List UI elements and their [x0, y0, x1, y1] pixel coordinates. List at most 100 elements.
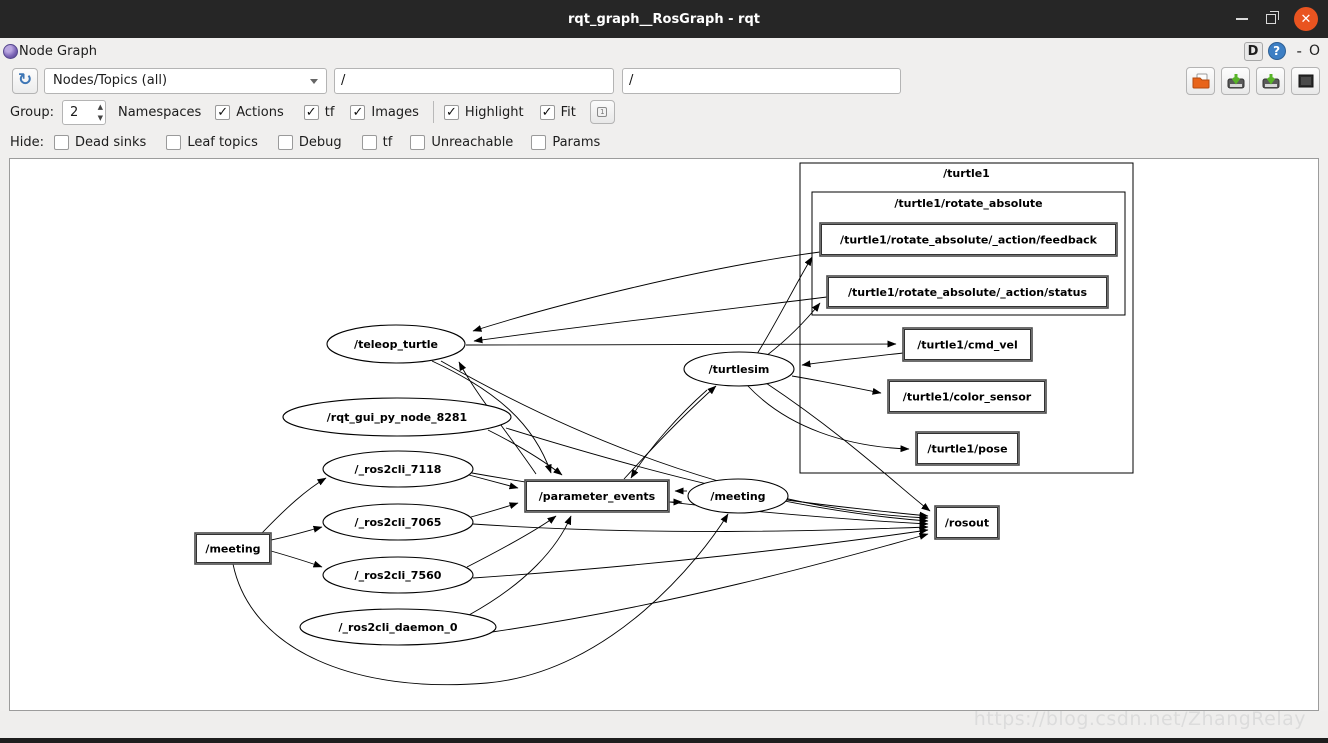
- debug-checkbox-label: Debug: [298, 134, 342, 150]
- fit-checkbox-label: Fit: [560, 104, 576, 120]
- topic-pose-inner-border: [917, 433, 1018, 464]
- tf-checkbox-indicator[interactable]: ✓: [303, 104, 319, 120]
- topic-color-sensor-inner-border: [889, 381, 1045, 412]
- hide-tf-checkbox-indicator[interactable]: [361, 134, 377, 150]
- graph-edge-meetingtopic-to-7560: [270, 550, 323, 568]
- graph-edge-daemon-to-param: [468, 515, 572, 616]
- checkbox-unreachable[interactable]: Unreachable: [410, 134, 514, 150]
- leaf-topics-checkbox-indicator[interactable]: [166, 134, 182, 150]
- graph-edge-meetingtopic-to-7065: [270, 525, 323, 541]
- fit-in-view-button[interactable]: 1: [589, 100, 615, 124]
- node-filter-input[interactable]: [334, 67, 614, 94]
- topic-parameter-events-label: /parameter_events: [539, 490, 656, 503]
- checkbox-tf[interactable]: ✓ tf: [303, 104, 334, 120]
- params-checkbox-indicator[interactable]: [531, 134, 547, 150]
- help-icon[interactable]: ?: [1267, 42, 1286, 60]
- checkbox-fit[interactable]: ✓ Fit: [539, 104, 576, 120]
- checkbox-leaf-topics[interactable]: Leaf topics: [166, 134, 258, 150]
- close-icon[interactable]: ✕: [1294, 7, 1318, 31]
- node-ros2cli-7065[interactable]: [322, 503, 474, 541]
- graph-edge-rqtgui-to-param: [487, 429, 563, 476]
- node-meeting[interactable]: [687, 478, 789, 514]
- topic-filter-input[interactable]: [622, 67, 901, 94]
- topic-color-sensor[interactable]: [887, 379, 1047, 414]
- dock-d-button[interactable]: D: [1243, 41, 1263, 61]
- images-checkbox-label: Images: [371, 104, 419, 120]
- graph-type-combo[interactable]: Nodes/Topics (all): [44, 67, 327, 94]
- refresh-icon: ↻: [17, 70, 33, 90]
- save-dot-file-button[interactable]: [1221, 66, 1250, 95]
- topic-rotate-absolute-status-label: /turtle1/rotate_absolute/_action/status: [848, 286, 1088, 299]
- graph-edge-turtlesim-to-colorsensor: [791, 375, 882, 395]
- checkbox-hide-tf[interactable]: tf: [361, 134, 392, 150]
- node-ros2cli-7118-label: /_ros2cli_7118: [355, 463, 442, 476]
- checkbox-highlight[interactable]: ✓ Highlight: [443, 104, 524, 120]
- checkbox-images[interactable]: ✓ Images: [350, 104, 419, 120]
- topic-parameter-events-inner-border: [526, 481, 668, 511]
- graph-canvas[interactable]: /turtle1/turtle1/rotate_absolute/turtle1…: [9, 158, 1319, 711]
- dock-title-row: Node Graph: [0, 38, 1328, 64]
- unreachable-checkbox-label: Unreachable: [431, 134, 514, 150]
- node-rqt-gui-py-node-8281[interactable]: [282, 397, 512, 437]
- graph-edge-turtlesim-to-status: [765, 302, 821, 357]
- open-dot-file-button[interactable]: [1186, 66, 1215, 95]
- dock-undock-button[interactable]: -: [1296, 42, 1302, 60]
- graph-edge-cli7560-to-param: [466, 515, 557, 568]
- topic-cmd-vel-inner-border: [904, 329, 1031, 360]
- checkbox-dead-sinks[interactable]: Dead sinks: [54, 134, 147, 150]
- rqt-plugin-icon: [3, 43, 18, 59]
- graph-edge-status-to-teleop: [473, 296, 828, 344]
- images-checkbox-indicator[interactable]: ✓: [350, 104, 366, 120]
- topic-meeting-inner-border: [196, 534, 270, 563]
- window-title: rqt_graph__RosGraph - rqt: [568, 11, 760, 27]
- hide-label: Hide:: [10, 134, 45, 150]
- node-turtlesim-label: /turtlesim: [709, 363, 770, 376]
- refresh-button[interactable]: ↻: [12, 67, 38, 94]
- checkbox-actions[interactable]: ✓ Actions: [215, 104, 284, 120]
- topic-cmd-vel[interactable]: [902, 327, 1033, 362]
- save-image-button[interactable]: [1256, 66, 1285, 95]
- graph-edge-meetingtopic-to-7118: [261, 477, 327, 534]
- checkbox-debug[interactable]: Debug: [277, 134, 342, 150]
- node-turtlesim[interactable]: [683, 351, 795, 387]
- highlight-checkbox-indicator[interactable]: ✓: [443, 104, 459, 120]
- topic-meeting[interactable]: [194, 532, 272, 565]
- maximize-icon[interactable]: [1266, 11, 1279, 24]
- topic-color-sensor-label: /turtle1/color_sensor: [903, 391, 1032, 404]
- topic-pose[interactable]: [915, 431, 1020, 466]
- fit-in-view-icon: 1: [597, 107, 608, 117]
- dead-sinks-checkbox-label: Dead sinks: [75, 134, 147, 150]
- spinner-arrows-icon[interactable]: ▲▼: [97, 102, 103, 122]
- unreachable-checkbox-indicator[interactable]: [410, 134, 426, 150]
- dead-sinks-checkbox-indicator[interactable]: [54, 134, 70, 150]
- topic-rotate-absolute-feedback-label: /turtle1/rotate_absolute/_action/feedbac…: [840, 234, 1098, 247]
- node-ros2cli-7560[interactable]: [322, 556, 474, 594]
- debug-checkbox-indicator[interactable]: [277, 134, 293, 150]
- snapshot-button[interactable]: [1291, 66, 1320, 95]
- status-bar: [0, 711, 1328, 738]
- dock-title: Node Graph: [19, 43, 97, 59]
- node-teleop-turtle[interactable]: [326, 324, 466, 364]
- dock-close-button[interactable]: O: [1308, 43, 1320, 59]
- topic-rosout[interactable]: [934, 505, 1000, 540]
- node-ros2cli-7118[interactable]: [322, 450, 474, 488]
- group-spinbox[interactable]: 2 ▲▼: [61, 99, 106, 125]
- topic-rotate-absolute-status-inner-border: [828, 277, 1107, 307]
- graph-edge-meetingnode-to-rosout: [786, 499, 929, 519]
- node-meeting-label: /meeting: [710, 490, 765, 503]
- graph-type-combo-value: Nodes/Topics (all): [53, 73, 168, 88]
- node-ros2cli-7065-label: /_ros2cli_7065: [355, 516, 442, 529]
- minimize-icon[interactable]: [1236, 18, 1248, 20]
- fit-checkbox-indicator[interactable]: ✓: [539, 104, 555, 120]
- topic-rotate-absolute-status[interactable]: [826, 275, 1109, 309]
- checkbox-params[interactable]: Params: [531, 134, 600, 150]
- topic-parameter-events[interactable]: [524, 479, 670, 513]
- node-ros2cli-daemon-0[interactable]: [299, 608, 497, 646]
- actions-checkbox-indicator[interactable]: ✓: [215, 104, 231, 120]
- window-bottom-edge: [0, 738, 1328, 743]
- cluster-turtle1-label: /turtle1: [943, 167, 990, 180]
- graph-edge-meetingtopic-to-meetingnode: [232, 513, 729, 686]
- graph-edge-cmdvel-to-turtlesim: [801, 352, 904, 368]
- topic-rotate-absolute-feedback[interactable]: [819, 222, 1118, 257]
- topic-cmd-vel-label: /turtle1/cmd_vel: [917, 339, 1017, 352]
